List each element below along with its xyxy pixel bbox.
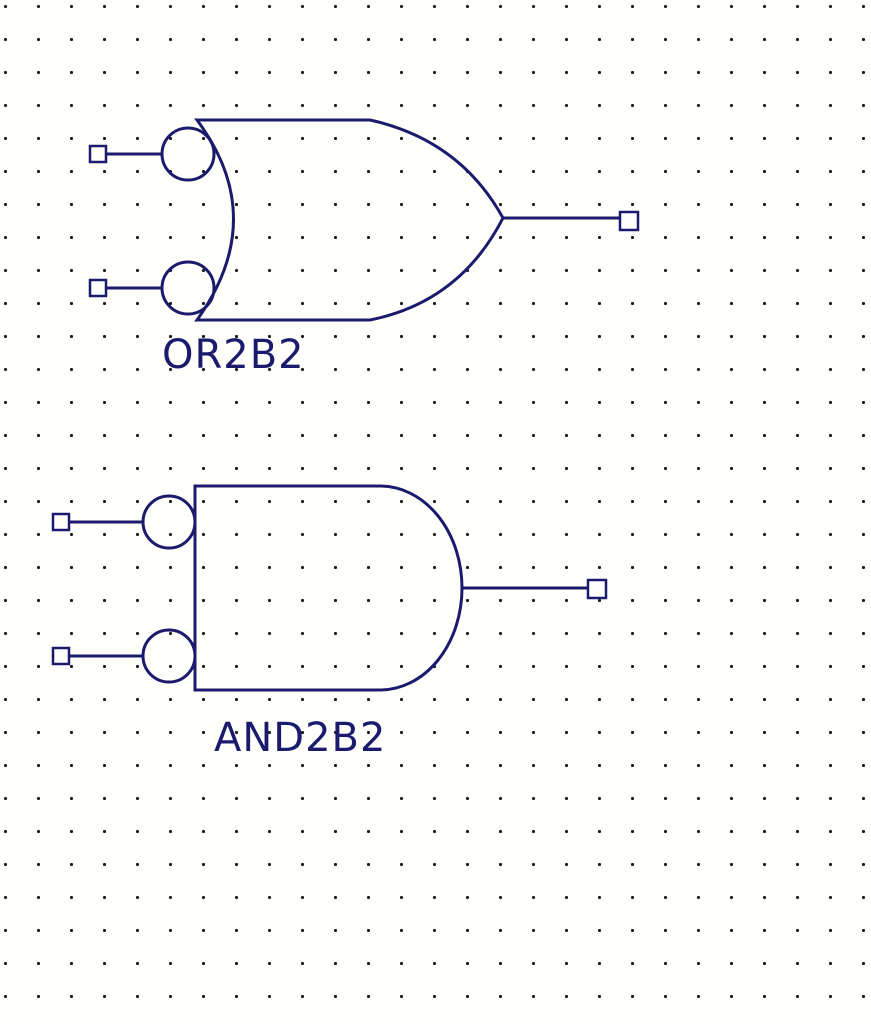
and2b2-input-a[interactable]: [51, 494, 197, 550]
and2b2-output[interactable]: [462, 578, 608, 600]
and-gate-icon: [193, 484, 464, 692]
and2b2-gate[interactable]: AND2B2: [51, 484, 608, 761]
or-gate-icon: [194, 118, 505, 322]
and2b2-label: AND2B2: [214, 715, 386, 761]
inversion-bubble-icon: [141, 628, 197, 684]
or2b2-gate[interactable]: OR2B2: [88, 118, 640, 378]
or2b2-label: OR2B2: [162, 332, 305, 378]
inversion-bubble-icon: [160, 126, 216, 182]
or2b2-input-b[interactable]: [88, 260, 216, 316]
and2b2-input-b[interactable]: [51, 628, 197, 684]
inversion-bubble-icon: [160, 260, 216, 316]
or2b2-input-a[interactable]: [88, 126, 216, 182]
inversion-bubble-icon: [141, 494, 197, 550]
or2b2-output[interactable]: [503, 210, 640, 232]
